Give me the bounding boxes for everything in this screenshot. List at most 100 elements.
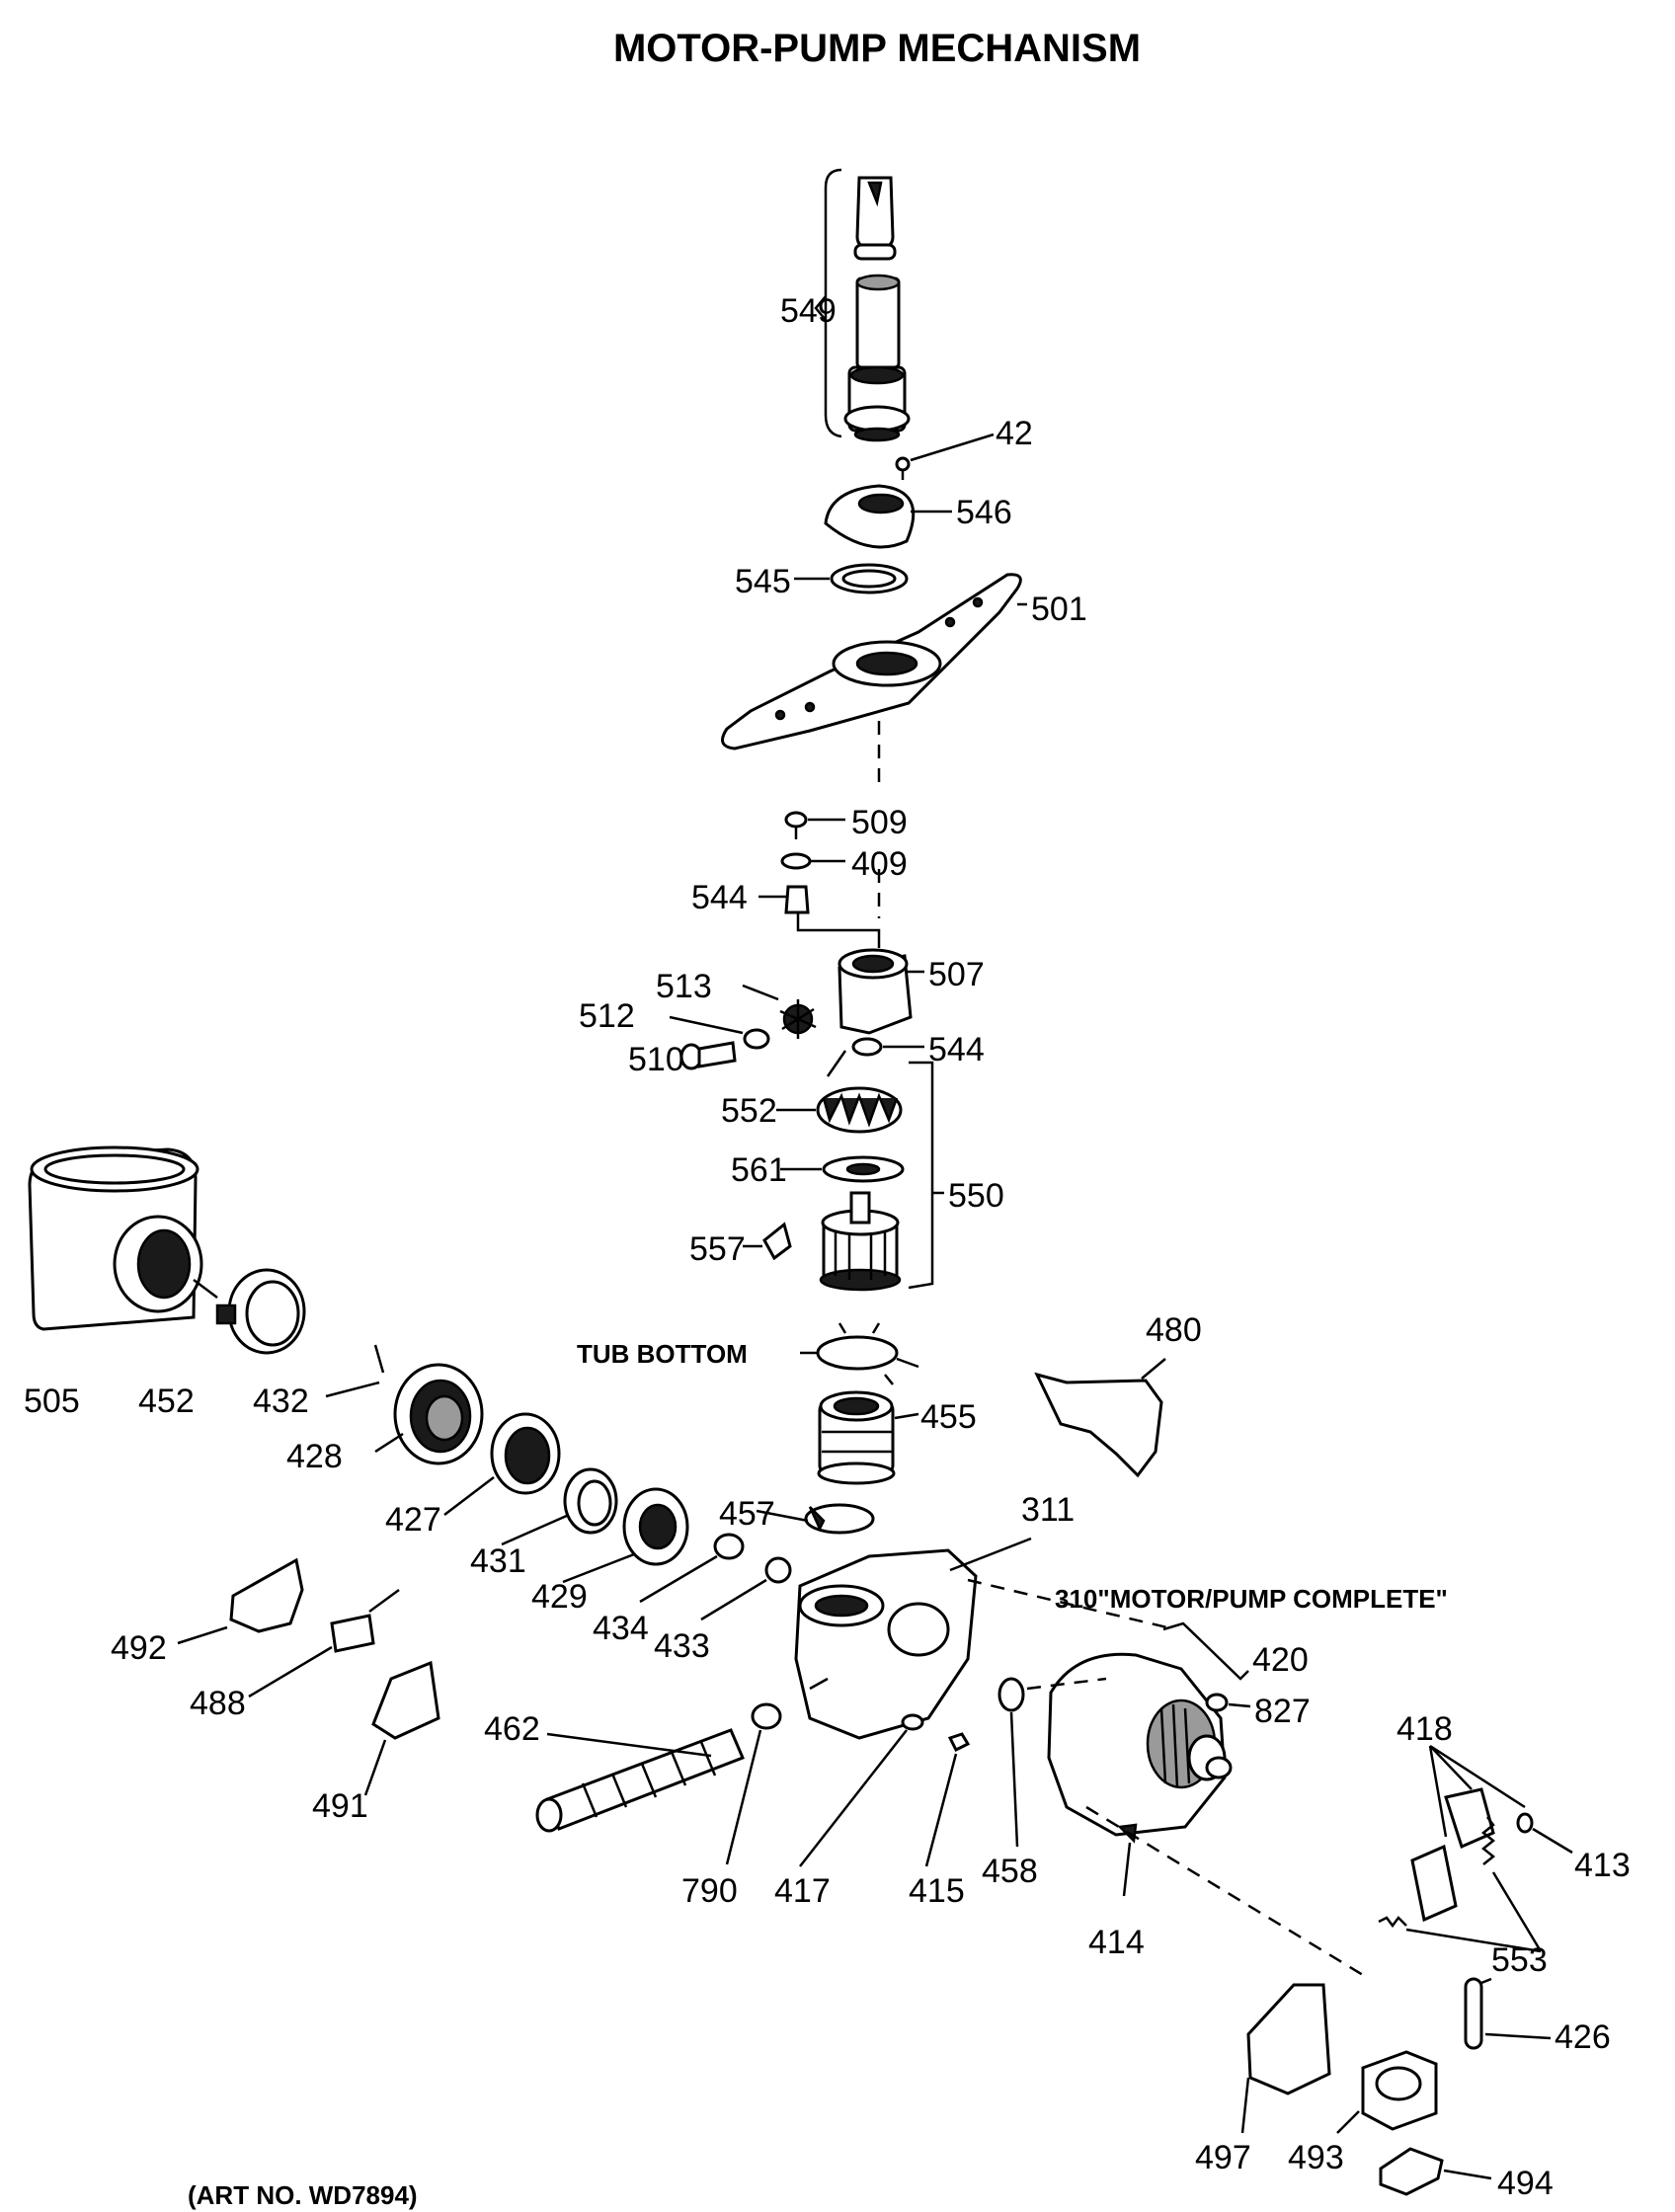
- part-428-chopper: [374, 1363, 484, 1465]
- part-509-screw: [784, 811, 845, 839]
- label-488: 488: [190, 1685, 246, 1722]
- label-427: 427: [385, 1501, 441, 1539]
- label-434: 434: [593, 1610, 649, 1647]
- part-426-sensor: [1464, 1977, 1552, 2050]
- part-492-bracket: [177, 1557, 304, 1645]
- art-number: (ART NO. WD7894): [188, 2180, 418, 2210]
- label-452: 452: [138, 1382, 195, 1420]
- label-432: 432: [253, 1382, 309, 1420]
- label-457: 457: [719, 1495, 775, 1533]
- label-310-motor-pump-complete: 310"MOTOR/PUMP COMPLETE": [1055, 1584, 1448, 1614]
- label-552: 552: [721, 1092, 777, 1130]
- label-493: 493: [1288, 2139, 1344, 2176]
- part-457-clamp: [756, 1503, 875, 1535]
- part-494-block: [1379, 2147, 1492, 2196]
- label-546: 546: [956, 494, 1012, 531]
- part-827-screw: [1205, 1693, 1251, 1712]
- part-544-nut-upper: [758, 869, 881, 948]
- part-415-nut: [924, 1732, 971, 1867]
- diagram-title: MOTOR-PUMP MECHANISM: [613, 27, 1141, 70]
- part-420-wire: [1162, 1621, 1249, 1681]
- part-488-switch: [248, 1588, 400, 1698]
- part-553-springs: [1378, 1816, 1543, 1953]
- part-452-clamp: [193, 1268, 306, 1355]
- part-432-pin: [325, 1344, 385, 1398]
- label-790: 790: [681, 1872, 738, 1910]
- part-433-bushing: [700, 1556, 792, 1621]
- part-427-ring: [443, 1412, 561, 1516]
- label-501: 501: [1031, 591, 1087, 628]
- part-42-screw: [895, 433, 995, 480]
- label-409: 409: [851, 845, 908, 883]
- part-544-nut-lower: [851, 1037, 924, 1057]
- part-310-motor: [1047, 1652, 1233, 1837]
- label-505: 505: [24, 1382, 80, 1420]
- label-513: 513: [656, 968, 712, 1005]
- label-561: 561: [731, 1151, 787, 1189]
- tub-bottom-ring: [800, 1322, 919, 1385]
- part-414-screw: [1085, 1805, 1364, 1977]
- part-493-switch-housing: [1336, 2050, 1438, 2134]
- part-491-bracket: [363, 1660, 440, 1796]
- part-417-washer: [799, 1713, 924, 1867]
- label-545: 545: [735, 563, 791, 600]
- part-480-shield: [1034, 1358, 1166, 1478]
- part-545-ring: [794, 563, 909, 594]
- label-544-upper: 544: [691, 879, 748, 916]
- label-429: 429: [531, 1578, 588, 1616]
- label-42: 42: [996, 415, 1033, 452]
- part-458-seal: [997, 1677, 1107, 1848]
- label-455: 455: [920, 1398, 977, 1436]
- label-550: 550: [948, 1177, 1004, 1215]
- part-409-washer: [780, 852, 845, 870]
- label-420: 420: [1252, 1641, 1309, 1679]
- part-434-cap: [639, 1533, 745, 1604]
- tub-bottom-connector: [826, 1050, 847, 1077]
- part-429-impeller: [562, 1487, 689, 1584]
- part-505-filter-housing: [28, 1146, 203, 1331]
- part-513-gear: [742, 984, 817, 1039]
- label-553: 553: [1491, 1941, 1548, 1979]
- label-462: 462: [484, 1710, 540, 1748]
- label-426: 426: [1555, 2018, 1611, 2056]
- label-512: 512: [579, 997, 635, 1035]
- label-549: 549: [780, 292, 837, 330]
- label-544-lower: 544: [928, 1031, 985, 1068]
- label-418: 418: [1396, 1710, 1453, 1748]
- label-510: 510: [628, 1041, 684, 1078]
- part-557-clip: [743, 1222, 792, 1261]
- label-414: 414: [1088, 1924, 1145, 1961]
- label-557: 557: [689, 1230, 746, 1268]
- part-501-spray-arm: [721, 573, 1027, 750]
- part-512-washer: [669, 1015, 770, 1050]
- label-417: 417: [774, 1872, 831, 1910]
- part-462-worm-gear: [535, 1728, 745, 1833]
- label-458: 458: [982, 1853, 1038, 1890]
- label-433: 433: [654, 1627, 710, 1665]
- part-790-clip: [725, 1702, 782, 1865]
- label-497: 497: [1195, 2139, 1251, 2176]
- label-tub-bottom: TUB BOTTOM: [577, 1339, 748, 1369]
- part-431-ring: [501, 1467, 618, 1546]
- part-418-switch-parts: [1410, 1744, 1526, 1923]
- part-455-seal: [817, 1390, 919, 1485]
- label-413: 413: [1574, 1847, 1631, 1884]
- label-311: 311: [1021, 1491, 1075, 1529]
- label-507: 507: [928, 956, 985, 993]
- part-507-gear-housing: [838, 948, 924, 1035]
- label-492: 492: [111, 1629, 167, 1667]
- part-510-bolt: [679, 1041, 737, 1070]
- label-491: 491: [312, 1787, 368, 1825]
- label-494: 494: [1497, 2165, 1554, 2202]
- part-546-hub-cap: [824, 484, 952, 549]
- part-497-bracket: [1240, 1983, 1331, 2134]
- part-311-pump-housing: [794, 1537, 1176, 1740]
- part-549-spray-tower: [814, 168, 911, 442]
- part-413-clip: [1516, 1812, 1573, 1855]
- label-428: 428: [286, 1438, 343, 1475]
- label-827: 827: [1254, 1693, 1311, 1730]
- label-509: 509: [851, 804, 908, 841]
- label-431: 431: [470, 1542, 526, 1580]
- label-480: 480: [1146, 1311, 1202, 1349]
